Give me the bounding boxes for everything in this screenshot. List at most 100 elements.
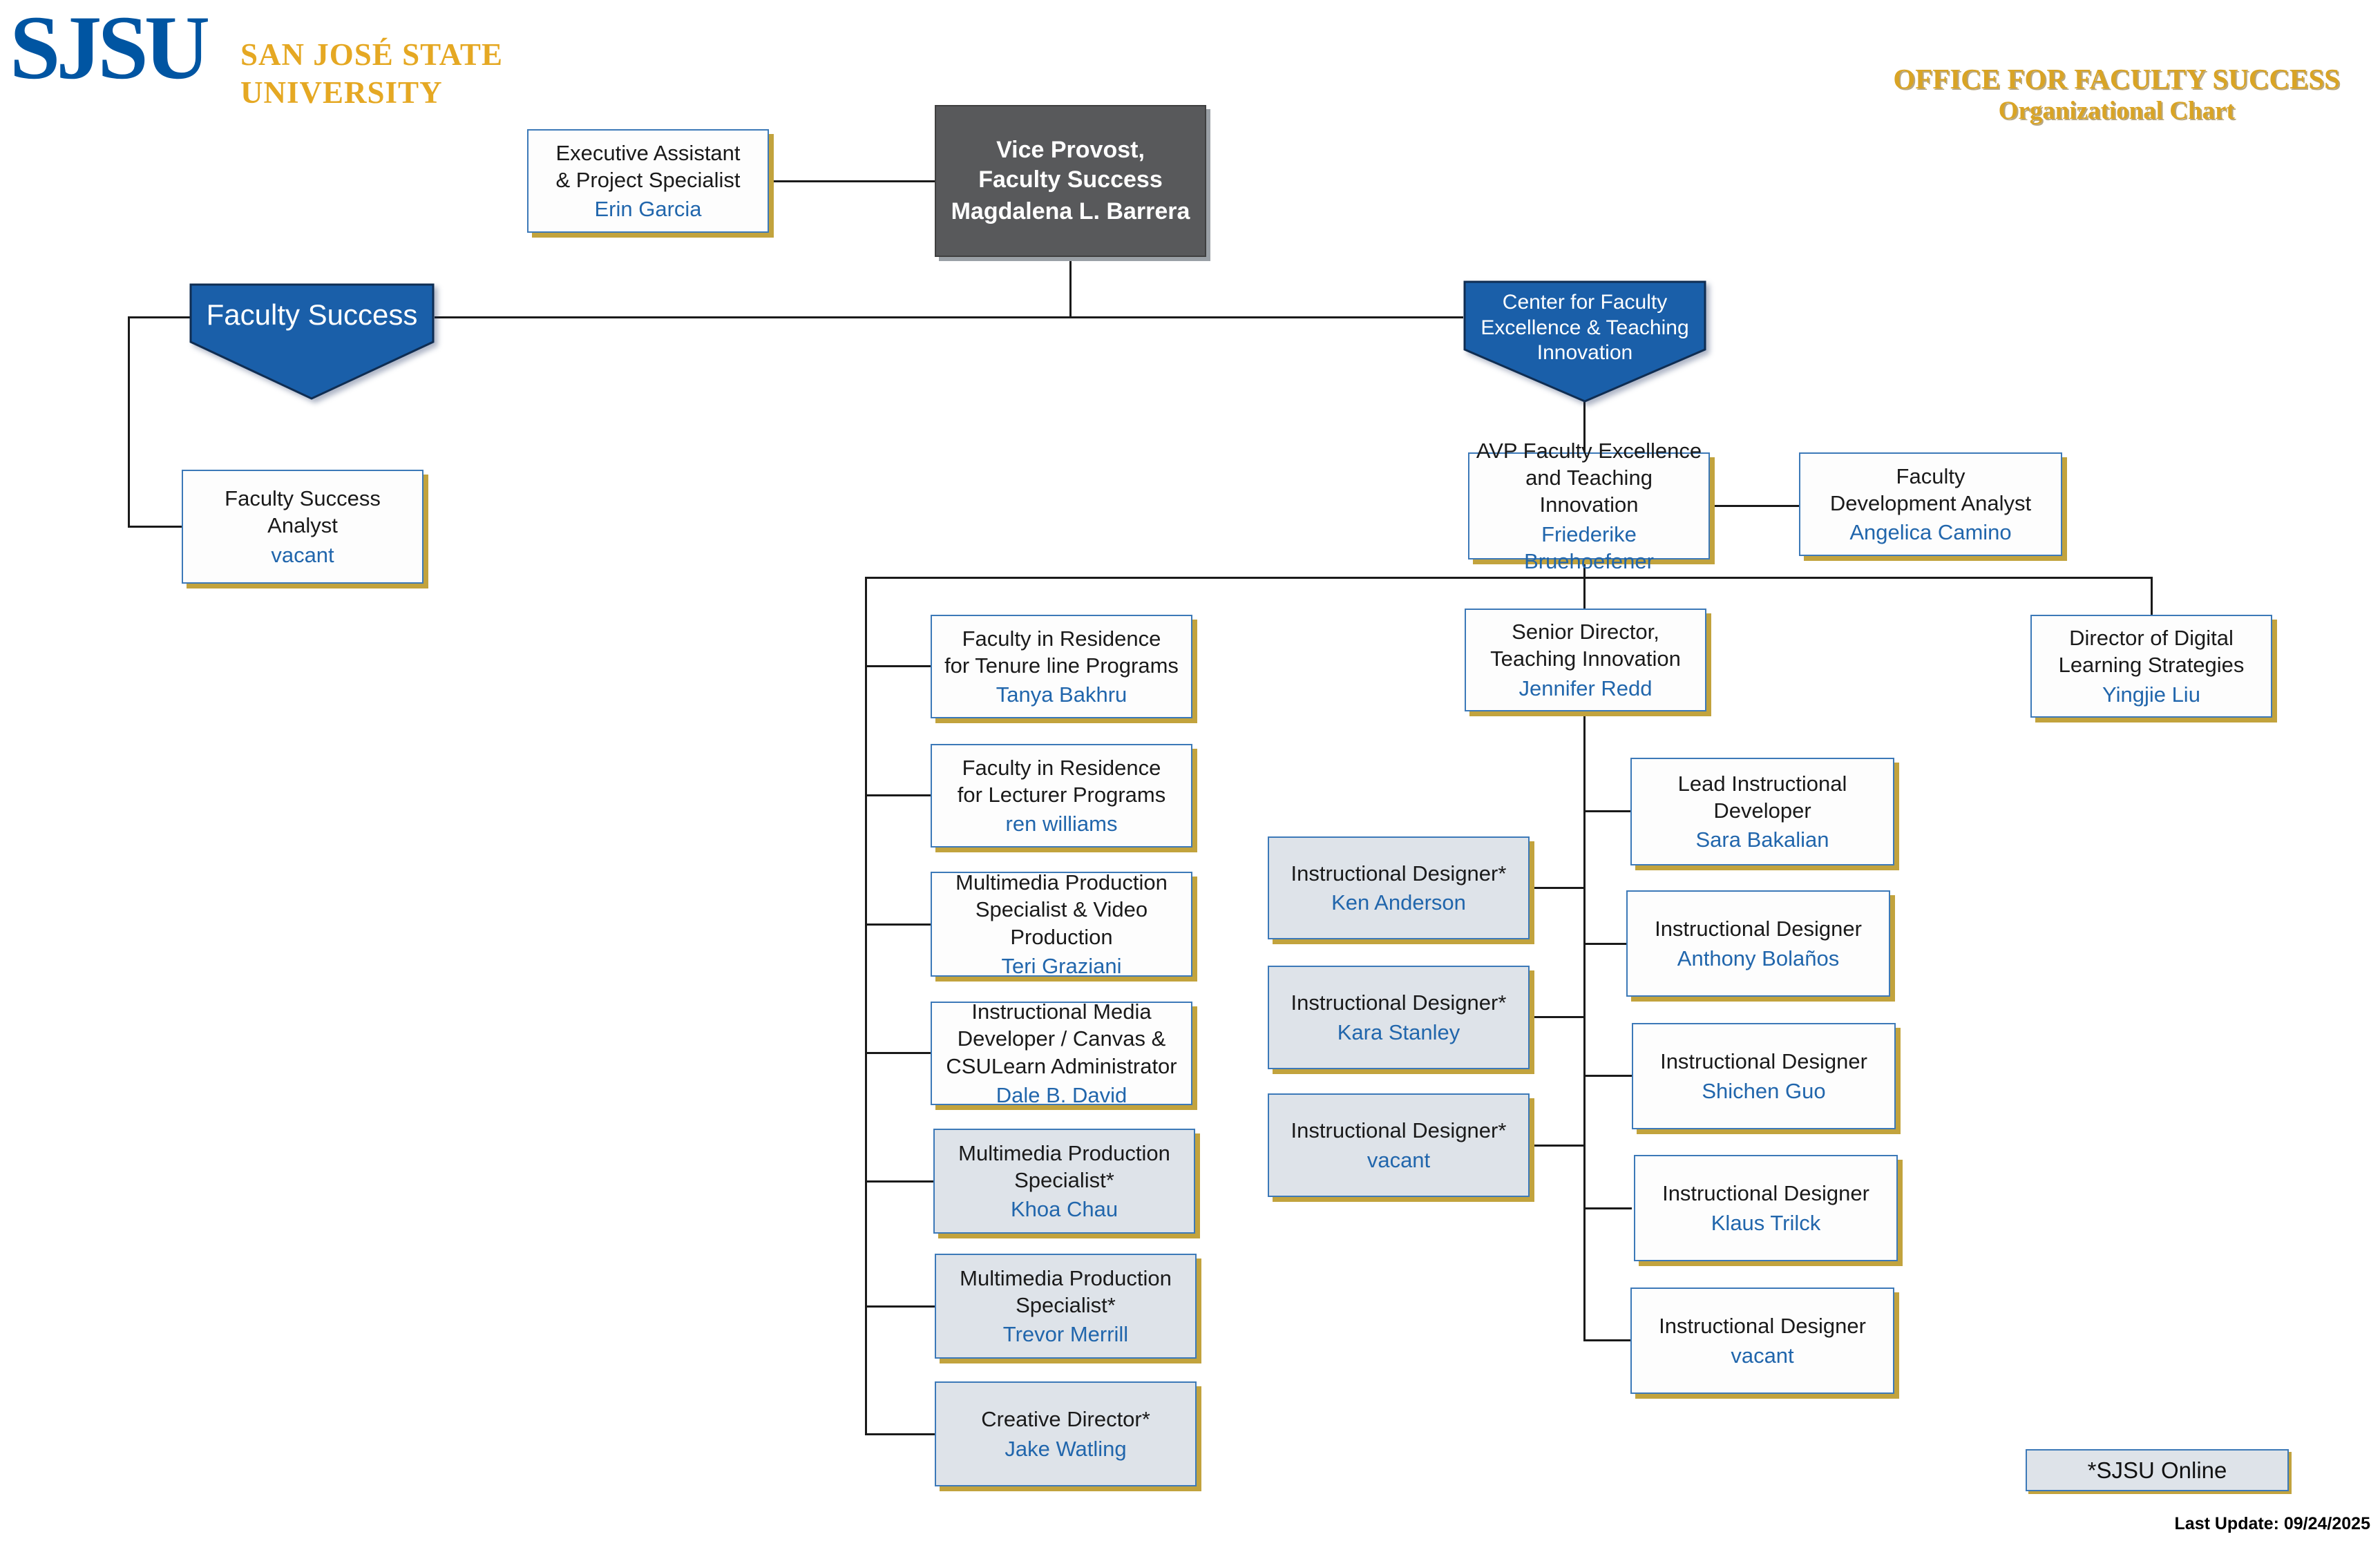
connector-stub-rightvacant xyxy=(1583,1339,1632,1341)
node-name: Klaus Trilck xyxy=(1711,1210,1821,1235)
faculty-success-pentagon-shape xyxy=(189,283,435,400)
node-title: Lead Instructional Developer xyxy=(1677,771,1847,823)
node-title: AVP Faculty Excellence and Teaching Inno… xyxy=(1476,439,1702,517)
org-node-senior-director: Senior Director, Teaching Innovation Jen… xyxy=(1465,609,1706,711)
connector-senior-spine xyxy=(1583,711,1586,1341)
org-node-fs-analyst: Faculty Success Analyst vacant xyxy=(182,470,423,584)
connector-right-drop xyxy=(2151,577,2153,616)
node-title: Instructional Designer* xyxy=(1291,990,1507,1015)
connector-fs-left xyxy=(128,316,190,318)
node-name: Magdalena L. Barrera xyxy=(951,198,1190,224)
node-name: Khoa Chau xyxy=(1010,1197,1118,1222)
connector-stub-trevor xyxy=(865,1305,935,1308)
org-node-id-anthony: Instructional Designer Anthony Bolaños xyxy=(1626,890,1890,997)
node-name: Friederike Bruehoefener xyxy=(1524,521,1654,573)
connector-left-spine xyxy=(865,577,867,1435)
connector-stub-creative xyxy=(865,1433,935,1435)
org-node-id-right-vacant: Instructional Designer vacant xyxy=(1630,1288,1894,1394)
org-node-id-shichen: Instructional Designer Shichen Guo xyxy=(1632,1023,1896,1129)
connector-stub-klaus xyxy=(1583,1207,1632,1209)
node-name: Tanya Bakhru xyxy=(996,682,1127,707)
org-node-fac-dev-analyst: Faculty Development Analyst Angelica Cam… xyxy=(1799,452,2062,556)
connector-cfeti-drop xyxy=(1583,397,1586,454)
org-node-fir-tenure: Faculty in Residence for Tenure line Pro… xyxy=(931,615,1192,718)
org-node-dir-digital: Director of Digital Learning Strategies … xyxy=(2030,615,2272,718)
org-node-exec-assistant: Executive Assistant & Project Specialist… xyxy=(527,129,769,233)
node-title: Faculty Development Analyst xyxy=(1829,463,2032,515)
node-name: Trevor Merrill xyxy=(1002,1322,1129,1347)
node-name: Dale B. David xyxy=(996,1082,1127,1107)
banner-faculty-success-label: Faculty Success xyxy=(206,298,418,331)
sjsu-logo-wordmark: SAN JOSÉ STATE UNIVERSITY xyxy=(240,37,503,110)
connector-pentagon-link xyxy=(435,316,1463,318)
sjsu-logo: SJSU xyxy=(10,0,210,98)
banner-cfeti: Center for Faculty Excellence & Teaching… xyxy=(1463,280,1706,403)
node-name: Erin Garcia xyxy=(594,197,702,222)
node-title: Multimedia Production Specialist & Video… xyxy=(955,870,1168,949)
node-title: Director of Digital Learning Strategies xyxy=(2058,626,2245,678)
node-title: Multimedia Production Specialist* xyxy=(960,1265,1172,1317)
last-update-text: Last Update: 09/24/2025 xyxy=(2174,1514,2370,1533)
connector-stub-sara xyxy=(1583,810,1632,812)
connector-fs-down xyxy=(128,316,130,528)
node-title: Instructional Designer* xyxy=(1291,1118,1507,1143)
connector-stub-tenure xyxy=(865,665,932,667)
node-name: Sara Bakalian xyxy=(1695,827,1829,852)
org-node-lead-id: Lead Instructional Developer Sara Bakali… xyxy=(1630,758,1894,865)
node-name: Jennifer Redd xyxy=(1519,676,1653,700)
node-name: Anthony Bolaños xyxy=(1677,946,1840,970)
node-name: vacant xyxy=(1367,1147,1431,1172)
connector-exec-vp xyxy=(769,180,935,182)
legend-sjsu-online-label: *SJSU Online xyxy=(2087,1457,2227,1483)
node-title: Faculty Success Analyst xyxy=(225,486,381,538)
node-title: Instructional Designer xyxy=(1660,1049,1867,1074)
banner-faculty-success: Faculty Success xyxy=(189,283,435,401)
node-name: Teri Graziani xyxy=(1001,953,1122,978)
connector-stub-instrmedia xyxy=(865,1052,932,1054)
org-node-id-klaus: Instructional Designer Klaus Trilck xyxy=(1634,1155,1898,1261)
node-title: Vice Provost, Faculty Success xyxy=(978,137,1163,193)
node-title: Faculty in Residence for Tenure line Pro… xyxy=(944,626,1179,678)
page-title-line2: Organizational Chart xyxy=(1998,97,2235,126)
connector-stub-midvacant xyxy=(1530,1145,1585,1147)
connector-stub-anthony xyxy=(1583,943,1632,945)
org-node-id-ken: Instructional Designer* Ken Anderson xyxy=(1268,836,1530,939)
connector-stub-lecturer xyxy=(865,794,932,796)
org-node-instr-media: Instructional Media Developer / Canvas &… xyxy=(931,999,1192,1107)
org-node-id-mid-vacant: Instructional Designer* vacant xyxy=(1268,1093,1530,1197)
page-title: OFFICE FOR FACULTY SUCCESS Organizationa… xyxy=(1893,63,2340,128)
node-name: vacant xyxy=(1731,1343,1794,1368)
node-title: Executive Assistant & Project Specialist xyxy=(555,140,741,192)
node-name: ren williams xyxy=(1005,812,1118,836)
connector-stub-khoa xyxy=(865,1180,935,1183)
connector-stub-kara xyxy=(1530,1016,1585,1018)
node-name: Yingjie Liu xyxy=(2102,682,2200,707)
legend-sjsu-online: *SJSU Online xyxy=(2026,1449,2289,1491)
node-title: Senior Director, Teaching Innovation xyxy=(1490,620,1681,671)
node-title: Faculty in Residence for Lecturer Progra… xyxy=(957,755,1166,807)
banner-cfeti-label: Center for Faculty Excellence & Teaching… xyxy=(1481,291,1689,365)
connector-fs-analyst xyxy=(128,526,183,528)
connector-avp-drop xyxy=(1583,559,1586,610)
node-title: Instructional Designer xyxy=(1659,1314,1866,1339)
node-name: Jake Watling xyxy=(1005,1436,1127,1461)
node-name: Kara Stanley xyxy=(1337,1020,1460,1044)
page-title-line1: OFFICE FOR FACULTY SUCCESS xyxy=(1893,63,2340,95)
node-title: Instructional Designer xyxy=(1662,1181,1869,1206)
org-node-creative-dir: Creative Director* Jake Watling xyxy=(935,1381,1197,1486)
connector-main-line xyxy=(865,577,2153,579)
org-node-mm-video: Multimedia Production Specialist & Video… xyxy=(931,870,1192,978)
node-title: Creative Director* xyxy=(981,1407,1150,1432)
org-node-mm-trevor: Multimedia Production Specialist* Trevor… xyxy=(935,1254,1197,1359)
org-node-mm-khoa: Multimedia Production Specialist* Khoa C… xyxy=(933,1129,1195,1234)
node-title: Multimedia Production Specialist* xyxy=(958,1140,1170,1192)
org-node-id-kara: Instructional Designer* Kara Stanley xyxy=(1268,966,1530,1069)
org-node-avp: AVP Faculty Excellence and Teaching Inno… xyxy=(1468,439,1710,573)
node-title: Instructional Designer* xyxy=(1291,861,1507,886)
connector-stub-ken xyxy=(1530,887,1585,889)
connector-avp-facdev xyxy=(1710,505,1800,507)
org-node-vice-provost: Vice Provost, Faculty Success Magdalena … xyxy=(935,105,1206,257)
cfeti-pentagon-shape xyxy=(1463,280,1706,403)
node-name: Shichen Guo xyxy=(1702,1078,1826,1103)
